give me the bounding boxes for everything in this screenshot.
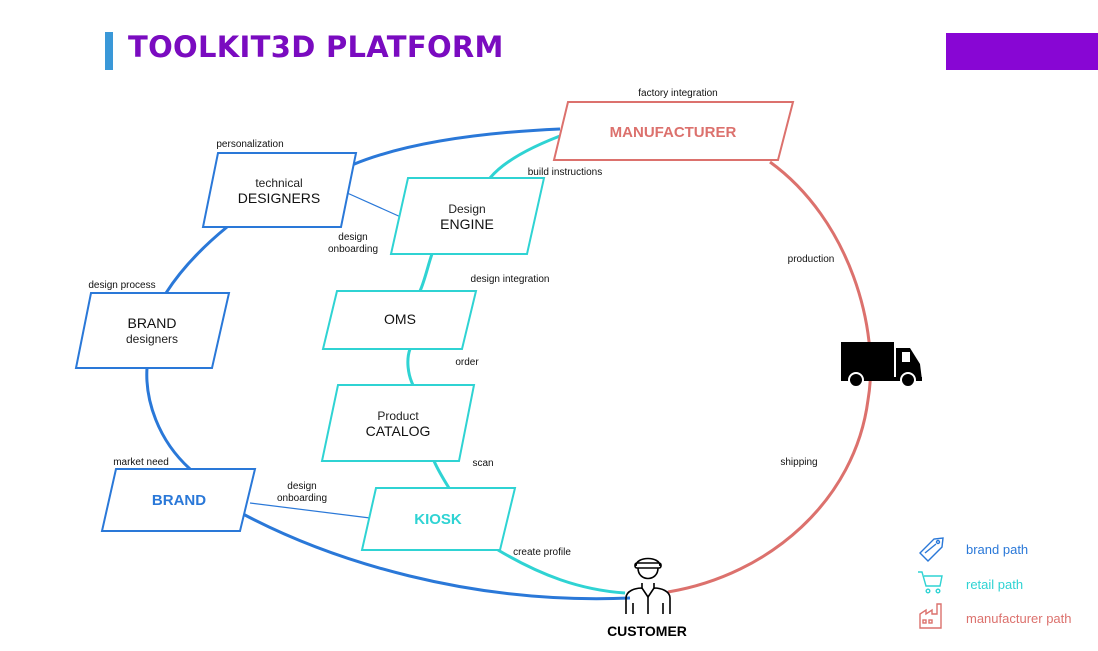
node-designers-main: DESIGNERS — [238, 190, 320, 206]
node-brand-designers: BRAND designers — [74, 292, 231, 369]
label-personalization: personalization — [216, 139, 283, 150]
label-design-onboarding-2a: design — [287, 481, 316, 492]
legend-brand-path: brand path — [966, 542, 1028, 557]
retail-path-line-oms-to-catalog — [406, 348, 415, 386]
brand-path-line-designers-to-branddesigners — [164, 225, 228, 294]
label-scan: scan — [472, 458, 493, 469]
legend-manufacturer-path: manufacturer path — [966, 611, 1072, 626]
label-design-integration: design integration — [471, 274, 550, 285]
label-order: order — [455, 357, 479, 368]
node-manufacturer: MANUFACTURER — [552, 101, 795, 161]
node-catalog-main: CATALOG — [366, 423, 431, 439]
label-design-onboarding-2b: onboarding — [277, 493, 327, 504]
retail-path-line-kiosk-to-customer — [497, 548, 626, 595]
node-manufacturer-label: MANUFACTURER — [610, 124, 737, 141]
node-engine-main: ENGINE — [440, 216, 494, 232]
designers-to-engine-line — [344, 191, 404, 219]
node-catalog-sub: Product — [377, 409, 419, 423]
node-brand: BRAND — [100, 468, 257, 532]
node-oms-main: OMS — [384, 311, 416, 327]
legend: brand path retail path manufacturer path — [918, 537, 1072, 629]
label-production: production — [788, 254, 835, 265]
node-brand-designers-main: BRAND — [127, 315, 176, 331]
price-tag-icon — [919, 537, 944, 562]
brand-path-line-branddesigners-to-brand — [145, 367, 192, 471]
node-customer-label: CUSTOMER — [607, 623, 687, 639]
label-market-need: market need — [113, 457, 169, 468]
truck-icon — [841, 342, 922, 388]
header-accent-block — [946, 33, 1098, 70]
node-kiosk: KIOSK — [360, 487, 517, 551]
page-title: TOOLKIT3D PLATFORM — [128, 30, 504, 64]
brand-path-line-top — [351, 127, 561, 167]
node-oms: OMS — [321, 290, 478, 350]
brand-path-line-brand-to-customer — [242, 512, 631, 601]
retail-path-line-manufacturer-to-engine — [488, 131, 569, 179]
manufacturer-path-line — [667, 160, 872, 594]
label-factory-integration: factory integration — [638, 88, 718, 99]
legend-retail-path: retail path — [966, 577, 1023, 592]
brand-to-kiosk-line — [249, 502, 371, 519]
node-brand-main: BRAND — [152, 492, 206, 509]
label-build-instructions: build instructions — [528, 167, 602, 178]
node-product-catalog: Product CATALOG — [320, 384, 476, 462]
label-design-onboarding-1a: design — [338, 232, 367, 243]
node-designers-sub: technical — [255, 176, 302, 190]
node-technical-designers: technical DESIGNERS — [201, 152, 358, 228]
node-brand-designers-sub: designers — [126, 332, 178, 346]
label-design-onboarding-1b: onboarding — [328, 244, 378, 255]
node-kiosk-main: KIOSK — [414, 511, 462, 528]
node-design-engine: Design ENGINE — [389, 177, 546, 255]
label-design-process: design process — [88, 280, 155, 291]
label-create-profile: create profile — [513, 547, 571, 558]
label-shipping: shipping — [780, 457, 817, 468]
title-accent-bar — [105, 32, 113, 70]
retail-path-line-catalog-to-kiosk — [432, 460, 451, 489]
node-engine-sub: Design — [448, 202, 485, 216]
factory-icon — [919, 603, 942, 629]
retail-path-line-engine-to-oms — [418, 253, 434, 292]
shopping-cart-icon — [918, 571, 943, 594]
person-icon — [625, 557, 671, 614]
